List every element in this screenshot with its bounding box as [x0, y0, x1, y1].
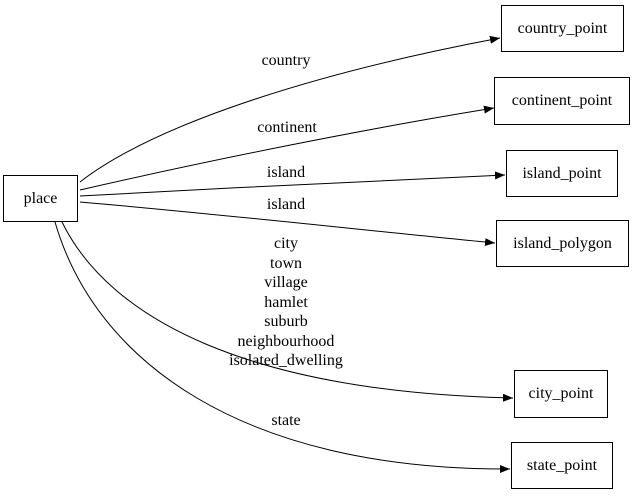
edge-label-continent: continent — [257, 119, 317, 136]
edge-label-line-suburb: suburb — [264, 313, 308, 330]
node-island-polygon-label: island_polygon — [513, 234, 612, 252]
edge-label-line-isolated-dwelling: isolated_dwelling — [229, 352, 343, 369]
node-island-polygon: island_polygon — [496, 220, 629, 267]
edge-place-island-point — [79, 171, 506, 197]
node-city-point-label: city_point — [528, 385, 594, 402]
node-country-point: country_point — [501, 5, 624, 52]
edge-label-island-polygon: island — [266, 196, 306, 213]
edge-label-line-town: town — [269, 254, 302, 272]
edge-label-state: state — [271, 412, 301, 429]
node-city-point: city_point — [514, 370, 608, 418]
edge-place-state-point — [54, 221, 511, 474]
edge-label-line-city: city — [273, 235, 298, 252]
node-state-point: state_point — [511, 442, 613, 489]
node-continent-point-label: continent_point — [511, 92, 613, 109]
edge-label-country: country — [261, 52, 311, 69]
node-island-point: island_point — [506, 150, 618, 197]
edge-label-line-hamlet: hamlet — [264, 293, 308, 311]
edge-place-continent-point — [79, 105, 495, 191]
node-continent-point: continent_point — [494, 77, 630, 125]
edge-place-country-point — [79, 35, 501, 183]
edge-place-city-point — [61, 221, 514, 402]
node-island-point-label: island_point — [522, 164, 602, 182]
node-country-point-label: country_point — [517, 19, 608, 37]
node-place: place — [3, 175, 78, 222]
edge-label-line-neighbourhood: neighbourhood — [237, 332, 335, 350]
node-state-point-label: state_point — [526, 456, 598, 474]
edge-label-place-types: city town village hamlet suburb neighbou… — [229, 234, 343, 371]
edge-label-island-point: island — [266, 164, 306, 181]
edge-place-island-polygon — [79, 201, 496, 247]
node-place-label: place — [23, 189, 58, 207]
edge-label-line-village: village — [264, 274, 308, 291]
